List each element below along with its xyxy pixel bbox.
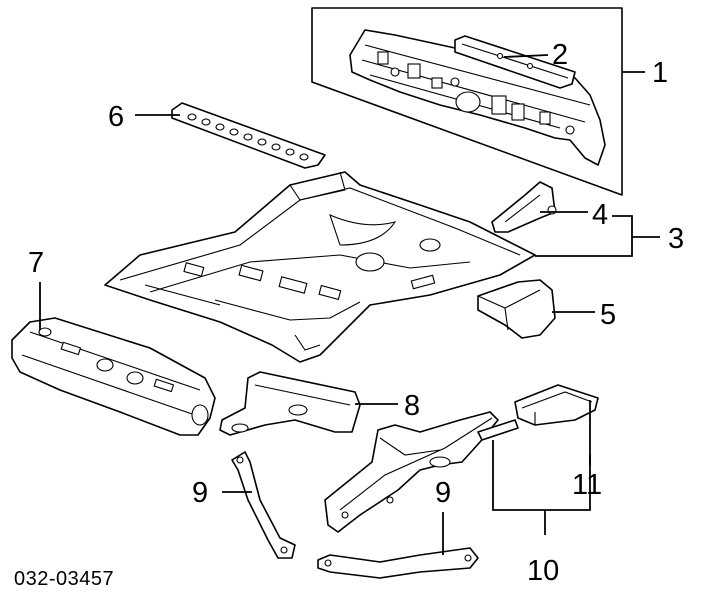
part-4-bracket [491, 181, 557, 233]
part-7-crossmember [11, 317, 216, 436]
part-9-strap-left [231, 451, 296, 559]
callout-labels: 1 2 3 4 5 6 7 8 9 9 10 11 032-03457 [14, 39, 684, 590]
callout-3: 3 [668, 223, 684, 255]
part-5-bracket [477, 279, 556, 339]
callout-8: 8 [404, 390, 420, 422]
callout-6: 6 [108, 101, 124, 133]
callout-10: 10 [527, 555, 559, 587]
callout-7: 7 [28, 247, 44, 279]
diagram-code: 032-03457 [14, 568, 114, 590]
callout-5: 5 [600, 299, 616, 331]
part-11-channel [514, 384, 599, 426]
callout-11: 11 [572, 469, 602, 501]
part-9-strap-right [317, 547, 479, 579]
part-8-bracket [219, 371, 361, 436]
part-6-plate [171, 102, 326, 169]
callout-9-left: 9 [192, 477, 208, 509]
part-3-floor-pan [104, 171, 536, 363]
callout-9-right: 9 [435, 477, 451, 509]
callout-4: 4 [592, 199, 608, 231]
part-1-rear-panel-group [311, 7, 623, 196]
callout-2: 2 [552, 39, 568, 71]
callout-1: 1 [652, 57, 668, 89]
part-10-frame-rail [324, 411, 519, 533]
leader-lines [39, 54, 660, 555]
part-2-reinforcement [454, 35, 576, 89]
